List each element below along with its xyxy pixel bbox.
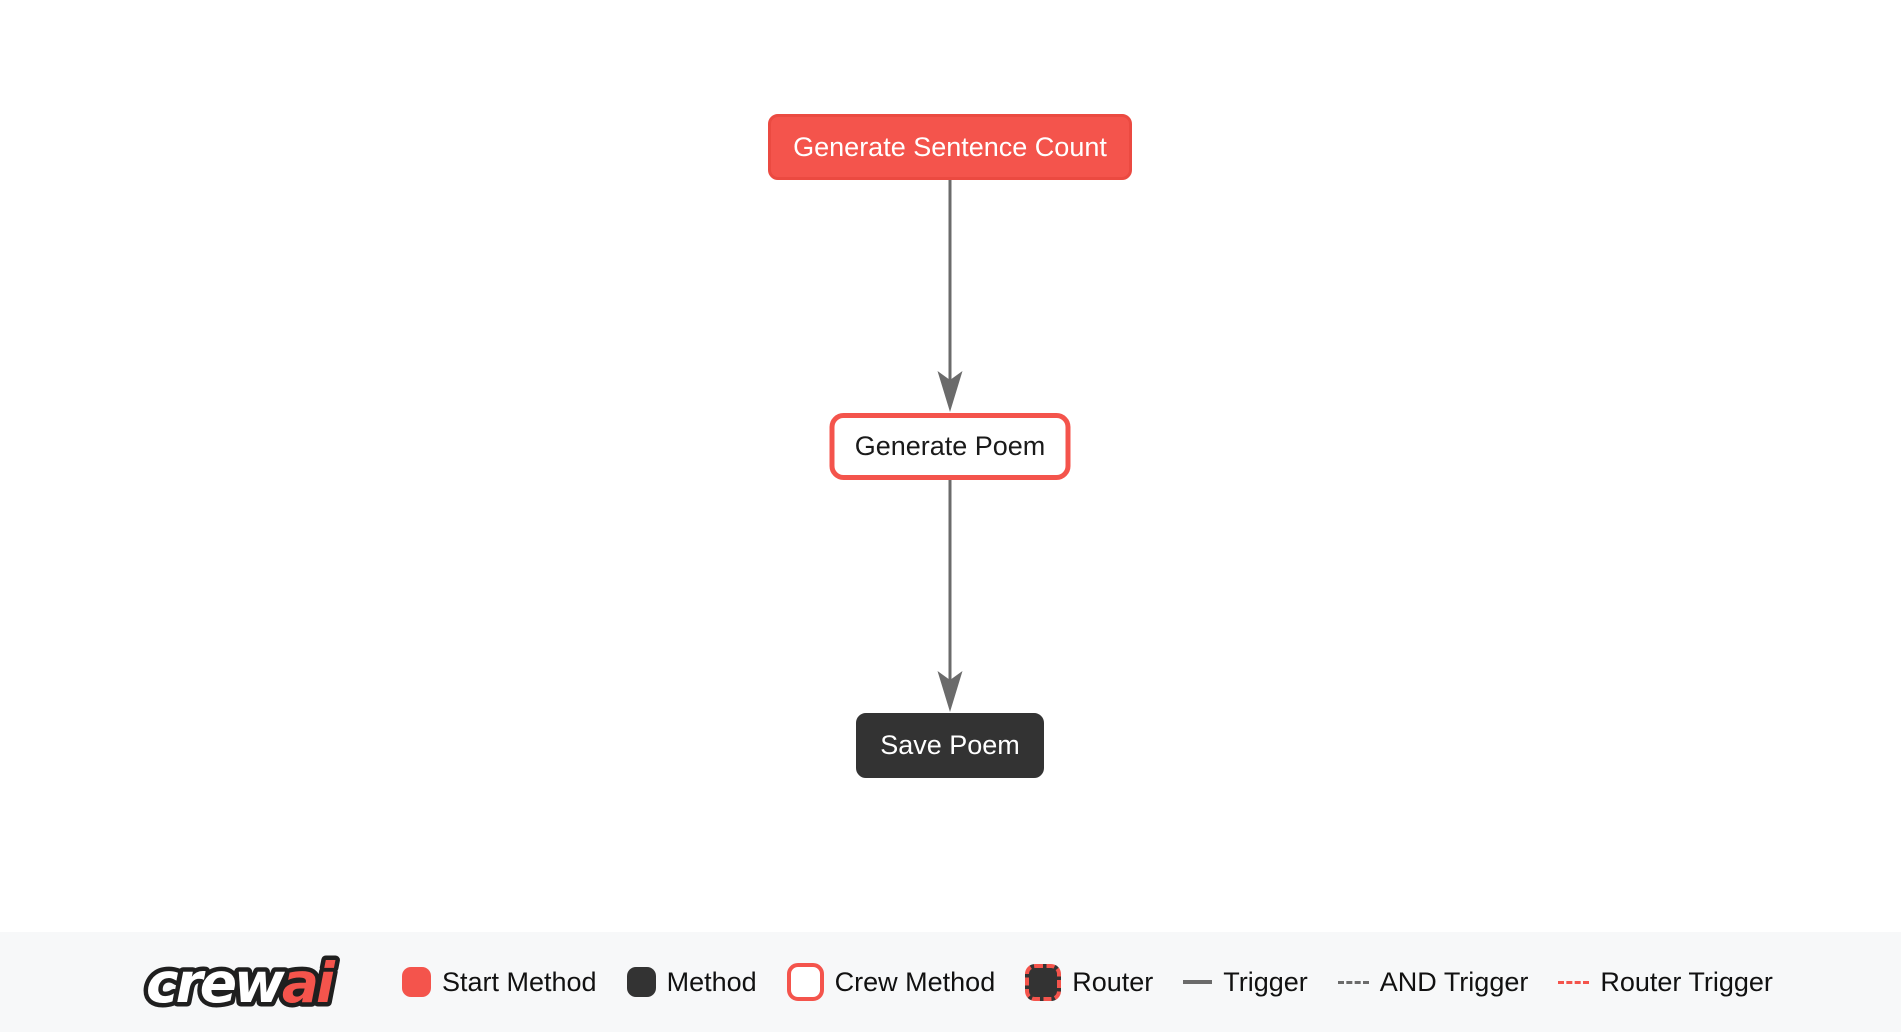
node-label: Generate Sentence Count [793, 131, 1107, 162]
node-label: Generate Poem [854, 431, 1046, 461]
svg-text:crewai: crewai [146, 951, 336, 1015]
logo-ai-text: ai [282, 951, 336, 1015]
legend-bar: crewai Start Method Method Crew Method R… [0, 932, 1901, 1032]
logo-crew-text: crew [146, 951, 285, 1015]
trigger-edge [937, 480, 963, 712]
node-label: Save Poem [880, 730, 1020, 760]
trigger-line-icon [1183, 980, 1213, 984]
legend-label: Trigger [1223, 966, 1308, 997]
legend-label: Start Method [442, 966, 597, 997]
legend-item-router: Router [1025, 963, 1154, 1001]
legend-item-and-trigger: AND Trigger [1337, 966, 1529, 998]
legend-item-method: Method [626, 966, 757, 998]
flow-node-save-poem[interactable]: Save Poem [856, 713, 1044, 778]
legend-item-crew-method: Crew Method [786, 963, 996, 1001]
crew-method-swatch-icon [786, 963, 824, 1001]
legend-item-trigger: Trigger [1183, 967, 1308, 998]
crewai-logo: crewai [142, 947, 344, 1020]
legend-label: Router Trigger [1600, 966, 1773, 997]
legend-label: AND Trigger [1379, 966, 1529, 997]
flow-canvas[interactable]: Generate Sentence Count Generate Poem Sa… [0, 0, 1901, 932]
flow-node-generate-sentence-count[interactable]: Generate Sentence Count [768, 114, 1132, 180]
trigger-edge [937, 180, 963, 412]
and-trigger-line-icon [1337, 980, 1369, 984]
start-method-swatch-icon [402, 967, 431, 997]
legend-label: Method [666, 966, 757, 997]
flow-node-generate-poem[interactable]: Generate Poem [829, 413, 1071, 480]
legend-item-router-trigger: Router Trigger [1558, 967, 1773, 998]
legend-label: Router [1072, 966, 1154, 997]
method-swatch-icon [626, 967, 656, 997]
router-swatch-icon [1025, 963, 1062, 1001]
router-trigger-line-icon [1558, 980, 1590, 984]
legend-item-start-method: Start Method [402, 967, 597, 998]
legend-label: Crew Method [834, 966, 996, 997]
